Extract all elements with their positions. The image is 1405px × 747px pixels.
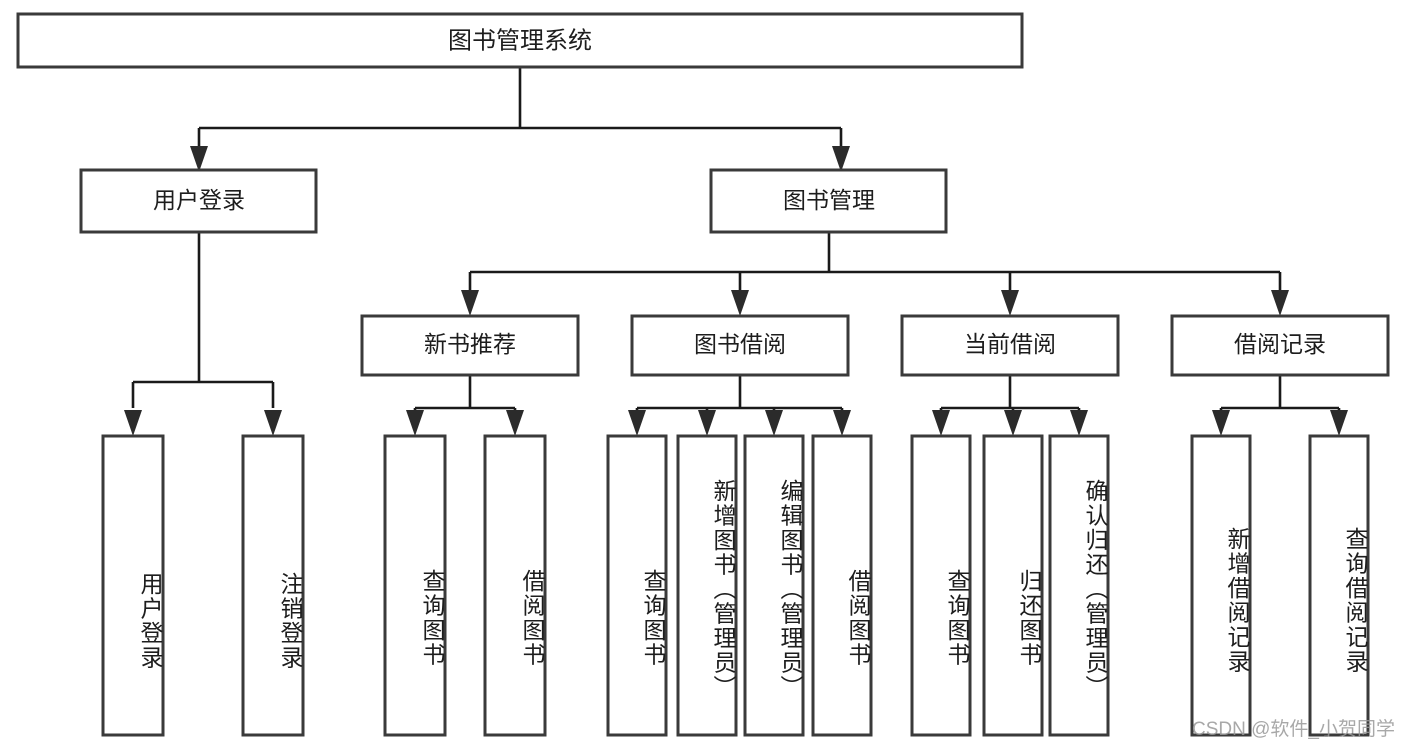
- arrowhead-to-leaf-query-book-current: [932, 410, 950, 436]
- arrowhead-to-leaf-borrow-book-recommend: [506, 410, 524, 436]
- arrowhead-to-current-borrow: [1001, 290, 1019, 316]
- connector-group-userlogin-to-leaves: [124, 232, 282, 436]
- node-book-borrow-label: 图书借阅: [694, 331, 786, 357]
- leaf-logout-rect[interactable]: [241, 434, 305, 737]
- arrowhead-to-leaf-add-borrow-record: [1212, 410, 1230, 436]
- leaf-return-book-rect[interactable]: [982, 434, 1044, 737]
- arrowhead-to-leaf-add-book-admin: [698, 410, 716, 436]
- leaf-query-book-recommend-rect[interactable]: [383, 434, 447, 737]
- node-current-borrow[interactable]: 当前借阅: [900, 314, 1120, 377]
- connector-group-recommend-to-leaves: [406, 375, 524, 436]
- leaf-confirm-return-admin-rect[interactable]: [1048, 434, 1110, 737]
- arrowhead-to-user-login: [190, 146, 208, 172]
- node-borrow-record-label: 借阅记录: [1234, 331, 1326, 357]
- node-current-borrow-rect[interactable]: [900, 314, 1120, 377]
- leaf-borrow-book-recommend-rect[interactable]: [483, 434, 547, 737]
- connector-group-bookborrow-to-leaves: [628, 375, 851, 436]
- connector-group-bookmgmt-to-level3: [461, 232, 1289, 316]
- node-borrow-record[interactable]: 借阅记录: [1170, 314, 1390, 377]
- arrowhead-to-leaf-query-book-borrow: [628, 410, 646, 436]
- connector-group-borrowrecord-to-leaves: [1212, 375, 1348, 436]
- connector-group-currentborrow-to-leaves: [932, 375, 1088, 436]
- leaf-user-login-rect[interactable]: [101, 434, 165, 737]
- node-new-book-recommend-rect[interactable]: [360, 314, 580, 377]
- arrowhead-to-book-borrow: [731, 290, 749, 316]
- arrowhead-to-leaf-return-book: [1004, 410, 1022, 436]
- node-book-management-rect[interactable]: [709, 168, 948, 234]
- arrowhead-to-leaf-user-login: [124, 410, 142, 436]
- connector-group-root-to-level2: [190, 67, 850, 172]
- node-new-book-recommend-label: 新书推荐: [424, 331, 516, 357]
- node-user-login[interactable]: 用户登录: [79, 168, 318, 234]
- node-borrow-record-rect[interactable]: [1170, 314, 1390, 377]
- leaf-boxes-group: [101, 434, 1370, 737]
- arrowhead-to-leaf-query-borrow-record: [1330, 410, 1348, 436]
- node-book-borrow-rect[interactable]: [630, 314, 850, 377]
- node-root-rect[interactable]: [16, 12, 1024, 69]
- arrowhead-to-book-management: [832, 146, 850, 172]
- node-root[interactable]: 图书管理系统: [16, 12, 1024, 69]
- arrowhead-to-leaf-logout: [264, 410, 282, 436]
- arrowhead-to-leaf-query-book-recommend: [406, 410, 424, 436]
- leaf-borrow-book-rect[interactable]: [811, 434, 873, 737]
- leaf-add-book-admin-rect[interactable]: [676, 434, 738, 737]
- arrowhead-to-leaf-borrow-book: [833, 410, 851, 436]
- connector-userlogin-branch: [131, 232, 275, 408]
- leaf-add-borrow-record-rect[interactable]: [1190, 434, 1252, 737]
- node-current-borrow-label: 当前借阅: [964, 331, 1056, 357]
- node-root-label: 图书管理系统: [448, 27, 592, 54]
- connector-recommend-branch: [413, 375, 517, 420]
- node-book-management-label: 图书管理: [783, 187, 875, 213]
- node-user-login-label: 用户登录: [153, 187, 245, 213]
- leaf-query-book-current-rect[interactable]: [910, 434, 972, 737]
- node-new-book-recommend[interactable]: 新书推荐: [360, 314, 580, 377]
- arrowhead-to-new-book-recommend: [461, 290, 479, 316]
- connector-bookborrow-branch: [635, 375, 844, 420]
- connector-bookmgmt-branch: [468, 232, 1282, 300]
- arrowhead-to-borrow-record: [1271, 290, 1289, 316]
- node-user-login-rect[interactable]: [79, 168, 318, 234]
- leaf-query-borrow-record-rect[interactable]: [1308, 434, 1370, 737]
- connector-borrowrecord-branch: [1219, 375, 1341, 420]
- arrowhead-to-leaf-edit-book-admin: [765, 410, 783, 436]
- leaf-edit-book-admin-rect[interactable]: [743, 434, 805, 737]
- connector-root-branch: [197, 67, 843, 158]
- node-book-management[interactable]: 图书管理: [709, 168, 948, 234]
- node-book-borrow[interactable]: 图书借阅: [630, 314, 850, 377]
- arrowhead-to-leaf-confirm-return-admin: [1070, 410, 1088, 436]
- leaf-query-book-borrow-rect[interactable]: [606, 434, 668, 737]
